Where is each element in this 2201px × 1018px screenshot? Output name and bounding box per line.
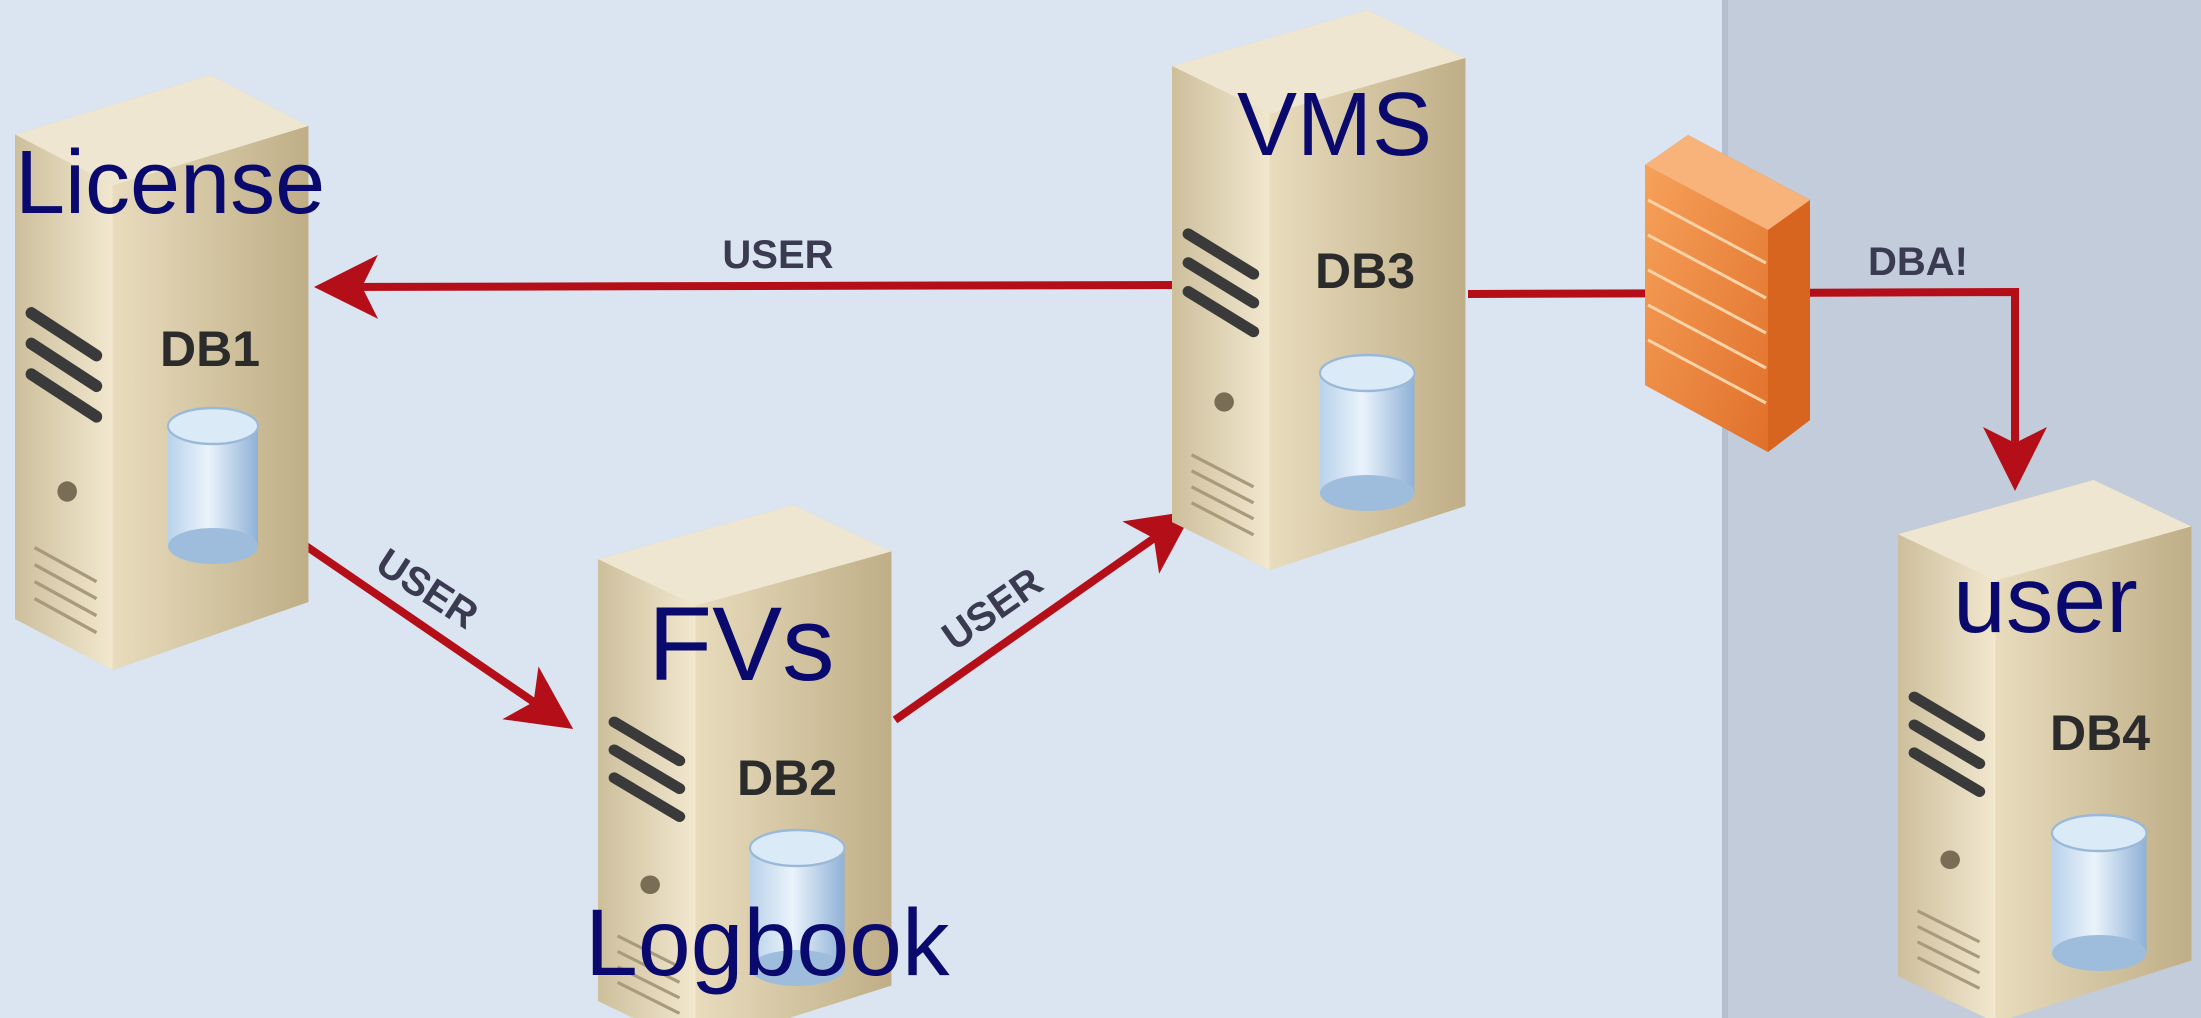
server-label-db4: user (1953, 547, 2138, 653)
database-icon (1318, 353, 1416, 513)
edge-db2-db3 (892, 510, 1194, 724)
edge-label-db3-db4: DBA! (1868, 240, 1968, 284)
edge-label-db3-db1: USER (722, 233, 833, 277)
server-label-db1: License (15, 133, 325, 233)
server-label-db3: VMS (1237, 75, 1432, 175)
database-icon (166, 406, 260, 566)
server-label-db2-secondary: Logbook (585, 890, 950, 996)
edge-label-db1-db2: USER (368, 540, 485, 637)
db-label-db1: DB1 (160, 321, 260, 377)
db-label-db2: DB2 (737, 750, 837, 806)
edge-label-db2-db3: USER (934, 559, 1050, 659)
zone-divider (1722, 0, 1728, 1018)
server-label-db2: FVs (648, 586, 835, 703)
db-label-db4: DB4 (2050, 705, 2150, 761)
database-icon (2050, 813, 2148, 973)
edge-db1-db2 (265, 516, 574, 730)
edge-db3-db1 (314, 254, 1173, 319)
db-label-db3: DB3 (1315, 243, 1415, 299)
firewall-icon (1645, 135, 1810, 452)
